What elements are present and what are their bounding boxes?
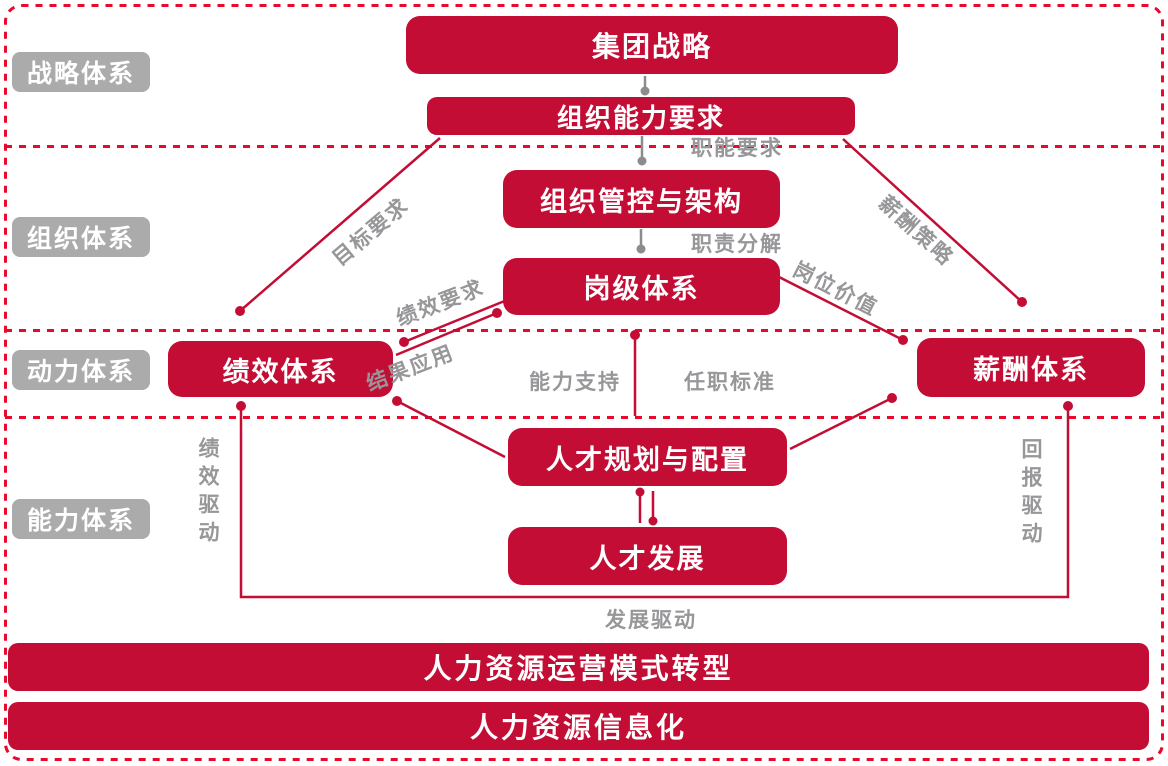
band-label-organization: 组织体系 xyxy=(12,217,151,257)
node-org-governance-architecture: 组织管控与架构 xyxy=(503,170,780,228)
edge-planning-development-up-line xyxy=(635,487,645,523)
dashed-frame xyxy=(4,4,1164,761)
edge-compensation-strategy-line xyxy=(842,138,1027,307)
band-label-strategy: 战略体系 xyxy=(12,52,151,92)
red-edges xyxy=(235,137,1073,599)
connector-governance-to-grade xyxy=(636,229,646,254)
node-grade-system: 岗级体系 xyxy=(503,258,780,315)
edge-label-duty-decomposition: 职责分解 xyxy=(691,233,783,256)
edge-target-requirement-line xyxy=(235,137,441,316)
connector-strategy-to-capability-req xyxy=(640,76,650,96)
outer-dashed-border xyxy=(4,4,1164,761)
edge-talent-to-compensation-line xyxy=(789,393,897,451)
node-talent-planning-allocation: 人才规划与配置 xyxy=(508,428,787,486)
edge-grade-to-talent-line xyxy=(630,330,640,416)
edge-planning-development-down-line xyxy=(648,491,658,526)
gray-connectors xyxy=(636,76,650,254)
band-label-capability: 能力体系 xyxy=(12,499,151,539)
edge-performance-to-talent-line xyxy=(392,396,506,459)
edge-position-value-line xyxy=(778,275,908,345)
edge-result-application-line xyxy=(395,308,502,357)
bar-hr-operating-model-transformation: 人力资源运营模式转型 xyxy=(8,643,1149,691)
edge-label-functional-requirements: 职能要求 xyxy=(691,137,783,160)
bar-hr-informatization: 人力资源信息化 xyxy=(8,702,1149,750)
node-performance-system: 绩效体系 xyxy=(168,341,393,397)
edge-label-reward-drive: 回报驱动 xyxy=(1019,438,1042,550)
node-group-strategy: 集团战略 xyxy=(406,16,898,74)
edge-label-capability-support: 能力支持 xyxy=(529,371,621,394)
edge-performance-requirement-line xyxy=(399,298,508,347)
node-org-capability-requirements: 组织能力要求 xyxy=(427,97,855,135)
band-label-motivation: 动力体系 xyxy=(12,350,151,390)
connector-capability-req-to-governance xyxy=(637,136,647,166)
node-compensation-system: 薪酬体系 xyxy=(917,338,1145,397)
edge-label-performance-drive: 绩效驱动 xyxy=(196,437,219,549)
edge-label-qualification-standard: 任职标准 xyxy=(684,371,776,394)
node-talent-development: 人才发展 xyxy=(508,527,787,585)
edge-drive-loop-line xyxy=(236,401,1073,599)
edge-label-development-drive: 发展驱动 xyxy=(605,609,697,632)
